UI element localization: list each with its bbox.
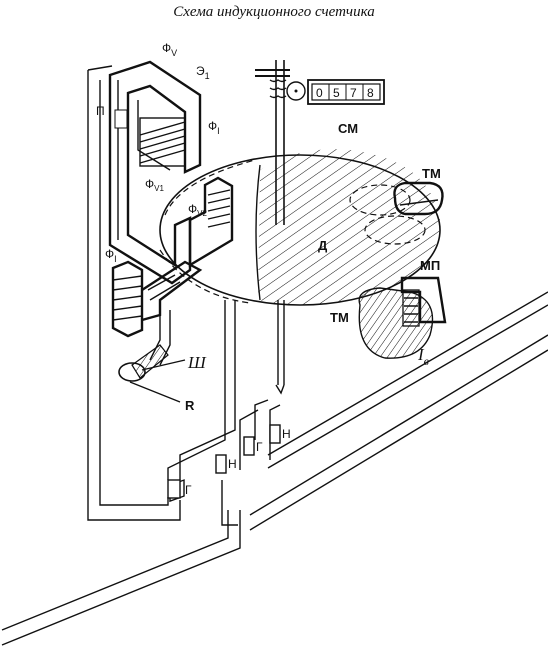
current-coil xyxy=(111,260,203,338)
label-p: П xyxy=(96,104,105,118)
label-g-mid: Г xyxy=(256,440,263,454)
mains-wires xyxy=(1,65,548,646)
brake-magnet-top xyxy=(393,181,444,216)
label-phi-i-top: ФI xyxy=(208,119,220,136)
diagram-title: Схема индукционного счетчика xyxy=(173,4,375,20)
element-box-n-mid xyxy=(215,454,227,474)
brake-magnet-bottom xyxy=(358,276,447,359)
label-phi-v: ФV xyxy=(162,41,177,58)
label-tm-bottom: ТМ xyxy=(330,310,349,325)
label-sh: Ш xyxy=(187,353,207,372)
label-disk: Д xyxy=(318,238,328,253)
rotating-disk xyxy=(159,149,441,306)
voltage-coil xyxy=(139,117,186,167)
counter-digit-2: 5 xyxy=(333,86,340,100)
label-g-left: Г xyxy=(185,483,192,497)
counter-digit-4: 8 xyxy=(367,86,374,100)
label-sm: СМ xyxy=(338,121,358,136)
label-r: R xyxy=(185,398,195,413)
label-phi-i-left: ФI xyxy=(105,247,117,264)
counter-mechanism: 0 5 7 8 xyxy=(286,79,385,105)
label-tm-top: ТМ xyxy=(422,166,441,181)
voltage-electromagnet xyxy=(108,60,234,285)
label-iv: Iв xyxy=(417,345,429,368)
label-e1: Э1 xyxy=(196,64,210,81)
element-box-left xyxy=(167,479,181,499)
counter-digit-1: 0 xyxy=(316,86,323,100)
spindle xyxy=(255,60,290,395)
current-electromagnet-upper xyxy=(188,176,234,268)
element-box-g-mid xyxy=(243,436,255,456)
label-n-right: Н xyxy=(282,427,291,441)
label-phi-v1: ФV1 xyxy=(145,177,164,193)
counter-digit-3: 7 xyxy=(350,86,357,100)
shunt-resistor xyxy=(118,310,186,403)
element-box-n-right xyxy=(269,424,281,444)
label-phi-v2: ФV2 xyxy=(188,202,207,218)
label-n-mid: Н xyxy=(228,457,237,471)
label-mp: МП xyxy=(420,258,440,273)
